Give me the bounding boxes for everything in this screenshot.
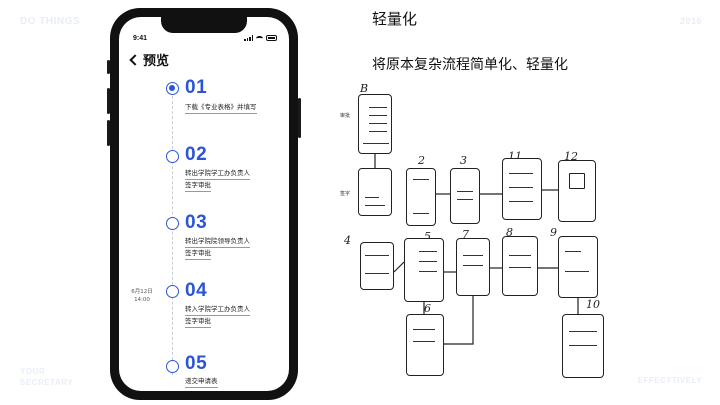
- step-line: 下载《专业表格》并填写: [185, 102, 257, 114]
- step-number: 02: [185, 144, 208, 165]
- step-line: 转出学院学工办负责人: [185, 168, 250, 180]
- step-radio-2[interactable]: [166, 150, 179, 163]
- status-time: 9:41: [133, 35, 148, 42]
- step-number: 01: [185, 77, 208, 98]
- step-line: 转出学院院领导负责人: [185, 236, 250, 248]
- step-number: 04: [185, 280, 208, 301]
- notch: [161, 17, 247, 33]
- signal-icon: [244, 35, 253, 41]
- step-description: 转入学院学工办负责人 签字审批: [185, 304, 250, 328]
- step-description: 递交申请表: [185, 376, 218, 388]
- step-radio-4[interactable]: [166, 285, 179, 298]
- sketch-side-note: 签字: [340, 191, 351, 197]
- step-line: 签字审批: [185, 248, 211, 260]
- step-description: 转出学院学工办负责人 签字审批: [185, 168, 250, 192]
- sketch-label: 9: [550, 226, 557, 239]
- step-line: 转入学院学工办负责人: [185, 304, 250, 316]
- sketch-screen-3: [450, 168, 480, 224]
- sketch-label: 6: [424, 302, 431, 315]
- phone-mockup: 9:41 预览 01 下载《专业表格》并填写 02 转出学院学工办负责人 签字审…: [107, 8, 301, 400]
- sketch-label: 3: [460, 154, 467, 167]
- step-description: 下载《专业表格》并填写: [185, 102, 257, 114]
- sketch-label: 10: [586, 298, 600, 311]
- phone-screen: 9:41 预览 01 下载《专业表格》并填写 02 转出学院学工办负责人 签字审…: [119, 17, 289, 391]
- sketch-label: 2: [418, 154, 425, 167]
- step-line: 递交申请表: [185, 376, 218, 388]
- power-button: [298, 98, 301, 138]
- step-line: 签字审批: [185, 316, 211, 328]
- brand-watermark-bottom-right: EFFECTTIVELY: [637, 376, 702, 385]
- sketch-label: 12: [564, 150, 578, 163]
- sketch-screen-8: [502, 236, 538, 296]
- sketch-screen-11: [502, 158, 542, 220]
- sketch-screen-b: [358, 94, 392, 154]
- brand-watermark-top-left: DO THINGS: [20, 16, 81, 27]
- step-line: 签字审批: [185, 180, 211, 192]
- sketch-label: 5: [424, 230, 431, 243]
- sketch-screen-9: [558, 236, 598, 298]
- sketch-screen-6: [406, 314, 444, 376]
- battery-icon: [266, 35, 277, 41]
- sketch-screen-2: [406, 168, 436, 226]
- step-radio-1[interactable]: [166, 82, 179, 95]
- step-number: 03: [185, 212, 208, 233]
- wireframe-sketch: B 审批 签字 2 3 11 12 4 5 7: [336, 82, 612, 382]
- step-radio-3[interactable]: [166, 217, 179, 230]
- watermark-line-2: SECRETARY: [20, 378, 73, 387]
- slide-title: 轻量化: [372, 10, 418, 28]
- year-watermark: 2016: [679, 16, 702, 26]
- sketch-side-note: 审批: [340, 113, 351, 119]
- status-icons: [244, 35, 277, 41]
- sketch-screen-12: [558, 160, 596, 222]
- volume-up-button: [107, 88, 110, 114]
- sketch-label: 4: [344, 234, 351, 247]
- sketch-screen-10: [562, 314, 604, 378]
- sketch-label: 7: [462, 228, 469, 241]
- sketch-screen-b2: [358, 168, 392, 216]
- step-date-time: 14:00: [134, 297, 150, 303]
- slide-subtitle: 将原本复杂流程简单化、轻量化: [372, 57, 568, 73]
- step-description: 转出学院院领导负责人 签字审批: [185, 236, 250, 260]
- wifi-icon: [256, 35, 263, 41]
- sketch-label: B: [360, 82, 369, 95]
- sketch-connectors: [374, 154, 579, 345]
- volume-down-button: [107, 120, 110, 146]
- brand-watermark-bottom-left: YOUR SECRETARY: [20, 366, 73, 388]
- watermark-line-1: YOUR: [20, 367, 46, 376]
- sketch-arrow: [444, 296, 474, 345]
- back-button[interactable]: 预览: [128, 50, 169, 69]
- sketch-screen-4: [360, 242, 394, 290]
- mute-switch: [107, 60, 110, 74]
- step-date: 6月12日 14:00: [125, 288, 159, 304]
- sketch-label: 8: [506, 226, 513, 239]
- chevron-left-icon: [129, 53, 141, 66]
- sketch-arrow: [393, 261, 405, 273]
- step-number: 05: [185, 353, 208, 374]
- page-title: 预览: [143, 54, 170, 69]
- timeline-line: [172, 91, 173, 375]
- sketch-screen-5: [404, 238, 444, 302]
- step-date-day: 6月12日: [131, 289, 153, 295]
- step-radio-5[interactable]: [166, 360, 179, 373]
- sketch-screen-7: [456, 238, 490, 296]
